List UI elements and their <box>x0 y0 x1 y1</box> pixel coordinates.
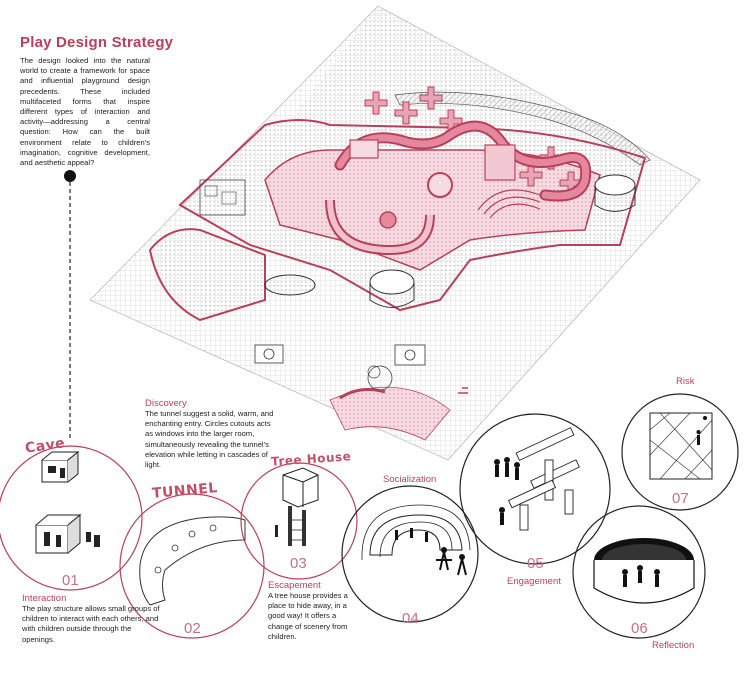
caption-interaction-body: The play structure allows small groups o… <box>22 604 160 644</box>
amphitheatre-steps <box>477 189 541 219</box>
intro-paragraph: The design looked into the natural world… <box>20 56 150 168</box>
label-risk: Risk <box>676 376 695 387</box>
circle-tree-house <box>240 462 358 580</box>
winding-tunnel-band <box>325 120 592 256</box>
caption-discovery: Discovery The tunnel suggest a solid, wa… <box>145 398 280 470</box>
circle-tunnel <box>119 493 265 639</box>
number-03: 03 <box>290 555 307 572</box>
number-04: 04 <box>402 610 419 627</box>
leader-line <box>64 170 76 440</box>
number-07: 07 <box>672 490 689 507</box>
label-engagement: Engagement <box>507 576 561 587</box>
number-01: 01 <box>62 572 79 589</box>
circle-engagement <box>459 413 611 565</box>
outdoor-play-elements <box>254 344 468 441</box>
circle-socialization <box>341 485 479 623</box>
label-reflection: Reflection <box>652 640 695 651</box>
caption-discovery-heading: Discovery <box>145 398 187 409</box>
west-wing <box>148 179 266 322</box>
number-02: 02 <box>184 620 201 637</box>
caption-escapement-heading: Escapement <box>268 580 321 591</box>
label-socialization: Socialization <box>383 474 437 485</box>
caption-discovery-body: The tunnel suggest a solid, warm, and en… <box>145 409 274 470</box>
number-06: 06 <box>631 620 648 637</box>
caption-escapement: Escapement A tree house provides a place… <box>268 580 348 642</box>
number-05: 05 <box>527 555 544 572</box>
circle-cave <box>0 445 143 591</box>
circle-reflection <box>572 505 706 639</box>
caption-interaction: Interaction The play structure allows sm… <box>22 593 162 645</box>
caption-interaction-heading: Interaction <box>22 593 67 604</box>
caption-escapement-body: A tree house provides a place to hide aw… <box>268 591 348 641</box>
circle-risk <box>621 393 739 511</box>
page-title: Play Design Strategy <box>20 34 174 51</box>
round-pods <box>264 174 636 308</box>
